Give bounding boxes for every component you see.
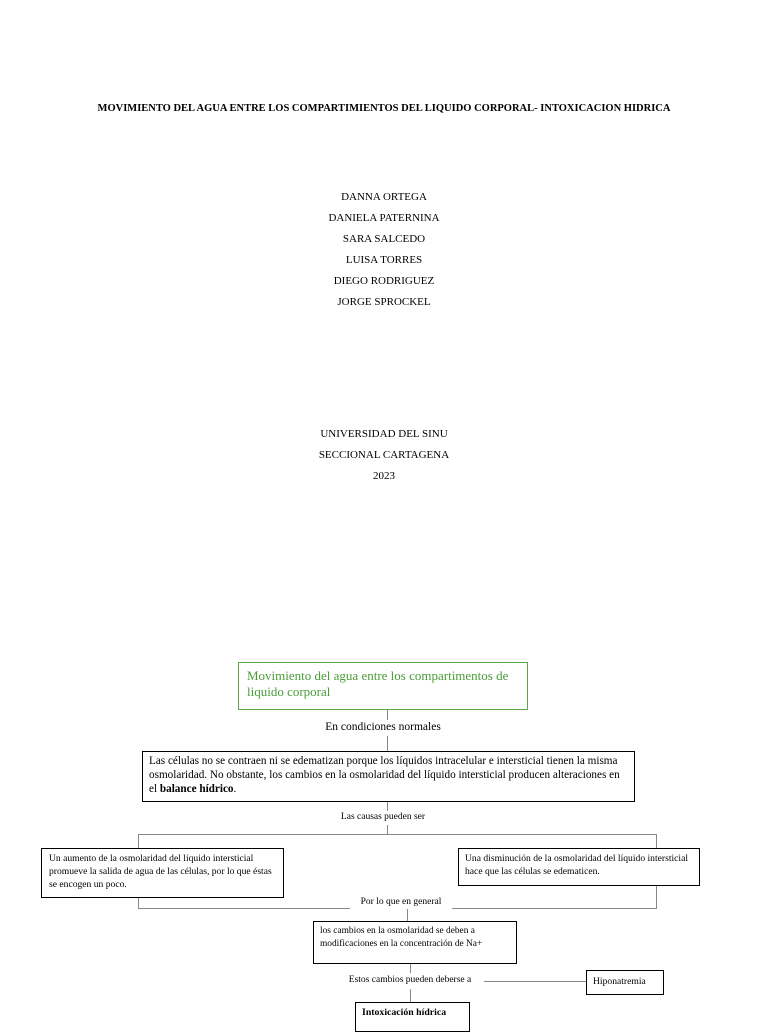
year: 2023: [373, 470, 395, 482]
author-name: DANNA ORTEGA: [341, 191, 427, 203]
hyponatremia-text: Hiponatremia: [593, 976, 646, 987]
university-branch: SECCIONAL CARTAGENA: [318, 449, 450, 461]
author-name: JORGE SPROCKEL: [337, 296, 431, 308]
intoxication-box: Intoxicación hídrica: [355, 1002, 470, 1032]
connector-line: [656, 834, 657, 848]
normal-conditions-box: Las células no se contraen ni se edemati…: [142, 751, 635, 802]
connector-line: [387, 825, 388, 834]
cause-right-box: Una disminución de la osmolaridad del lí…: [458, 848, 700, 886]
root-concept-text: Movimiento del agua entre los compartime…: [247, 668, 509, 699]
normal-conditions-end: .: [233, 783, 237, 795]
document-title: MOVIMIENTO DEL AGUA ENTRE LOS COMPARTIMI…: [97, 103, 671, 114]
connector-label: Por lo que en general: [350, 896, 452, 909]
connector-line: [387, 802, 388, 811]
normal-conditions-text: Las células no se contraen ni se edemati…: [149, 755, 620, 795]
cause-right-text: Una disminución de la osmolaridad del lí…: [465, 853, 689, 877]
author-name: DIEGO RODRIGUEZ: [333, 275, 435, 287]
general-box: los cambios en la osmolaridad se deben a…: [313, 921, 517, 964]
cause-left-box: Un aumento de la osmolaridad del líquido…: [41, 848, 284, 898]
connector-line: [138, 834, 657, 835]
root-concept-box: Movimiento del agua entre los compartime…: [238, 662, 528, 710]
connector-line: [656, 886, 657, 908]
connector-label: Las causas pueden ser: [327, 811, 439, 824]
connector-line: [138, 834, 139, 848]
cause-left-text: Un aumento de la osmolaridad del líquido…: [49, 853, 272, 890]
author-name: DANIELA PATERNINA: [328, 212, 440, 224]
institution-block: UNIVERSIDAD DEL SINU SECCIONAL CARTAGENA…: [0, 425, 768, 488]
connector-line: [387, 709, 388, 721]
connector-line: [138, 898, 139, 908]
university-name: UNIVERSIDAD DEL SINU: [320, 428, 448, 440]
connector-line: [410, 964, 411, 973]
author-name: SARA SALCEDO: [342, 233, 426, 245]
author-list: DANNA ORTEGA DANIELA PATERNINA SARA SALC…: [0, 188, 768, 314]
connector-line: [407, 908, 408, 921]
balance-hidrico-bold: balance hídrico: [159, 783, 234, 795]
connector-label: Estos cambios pueden deberse a: [336, 974, 484, 987]
intoxication-text: Intoxicación hídrica: [362, 1007, 447, 1018]
connector-line: [410, 989, 411, 1002]
hyponatremia-box: Hiponatremia: [586, 970, 664, 995]
connector-line: [484, 981, 586, 982]
general-text: los cambios en la osmolaridad se deben a…: [320, 926, 483, 949]
author-name: LUISA TORRES: [345, 254, 423, 266]
connector-label: En condiciones normales: [300, 720, 466, 735]
connector-line: [387, 736, 388, 751]
